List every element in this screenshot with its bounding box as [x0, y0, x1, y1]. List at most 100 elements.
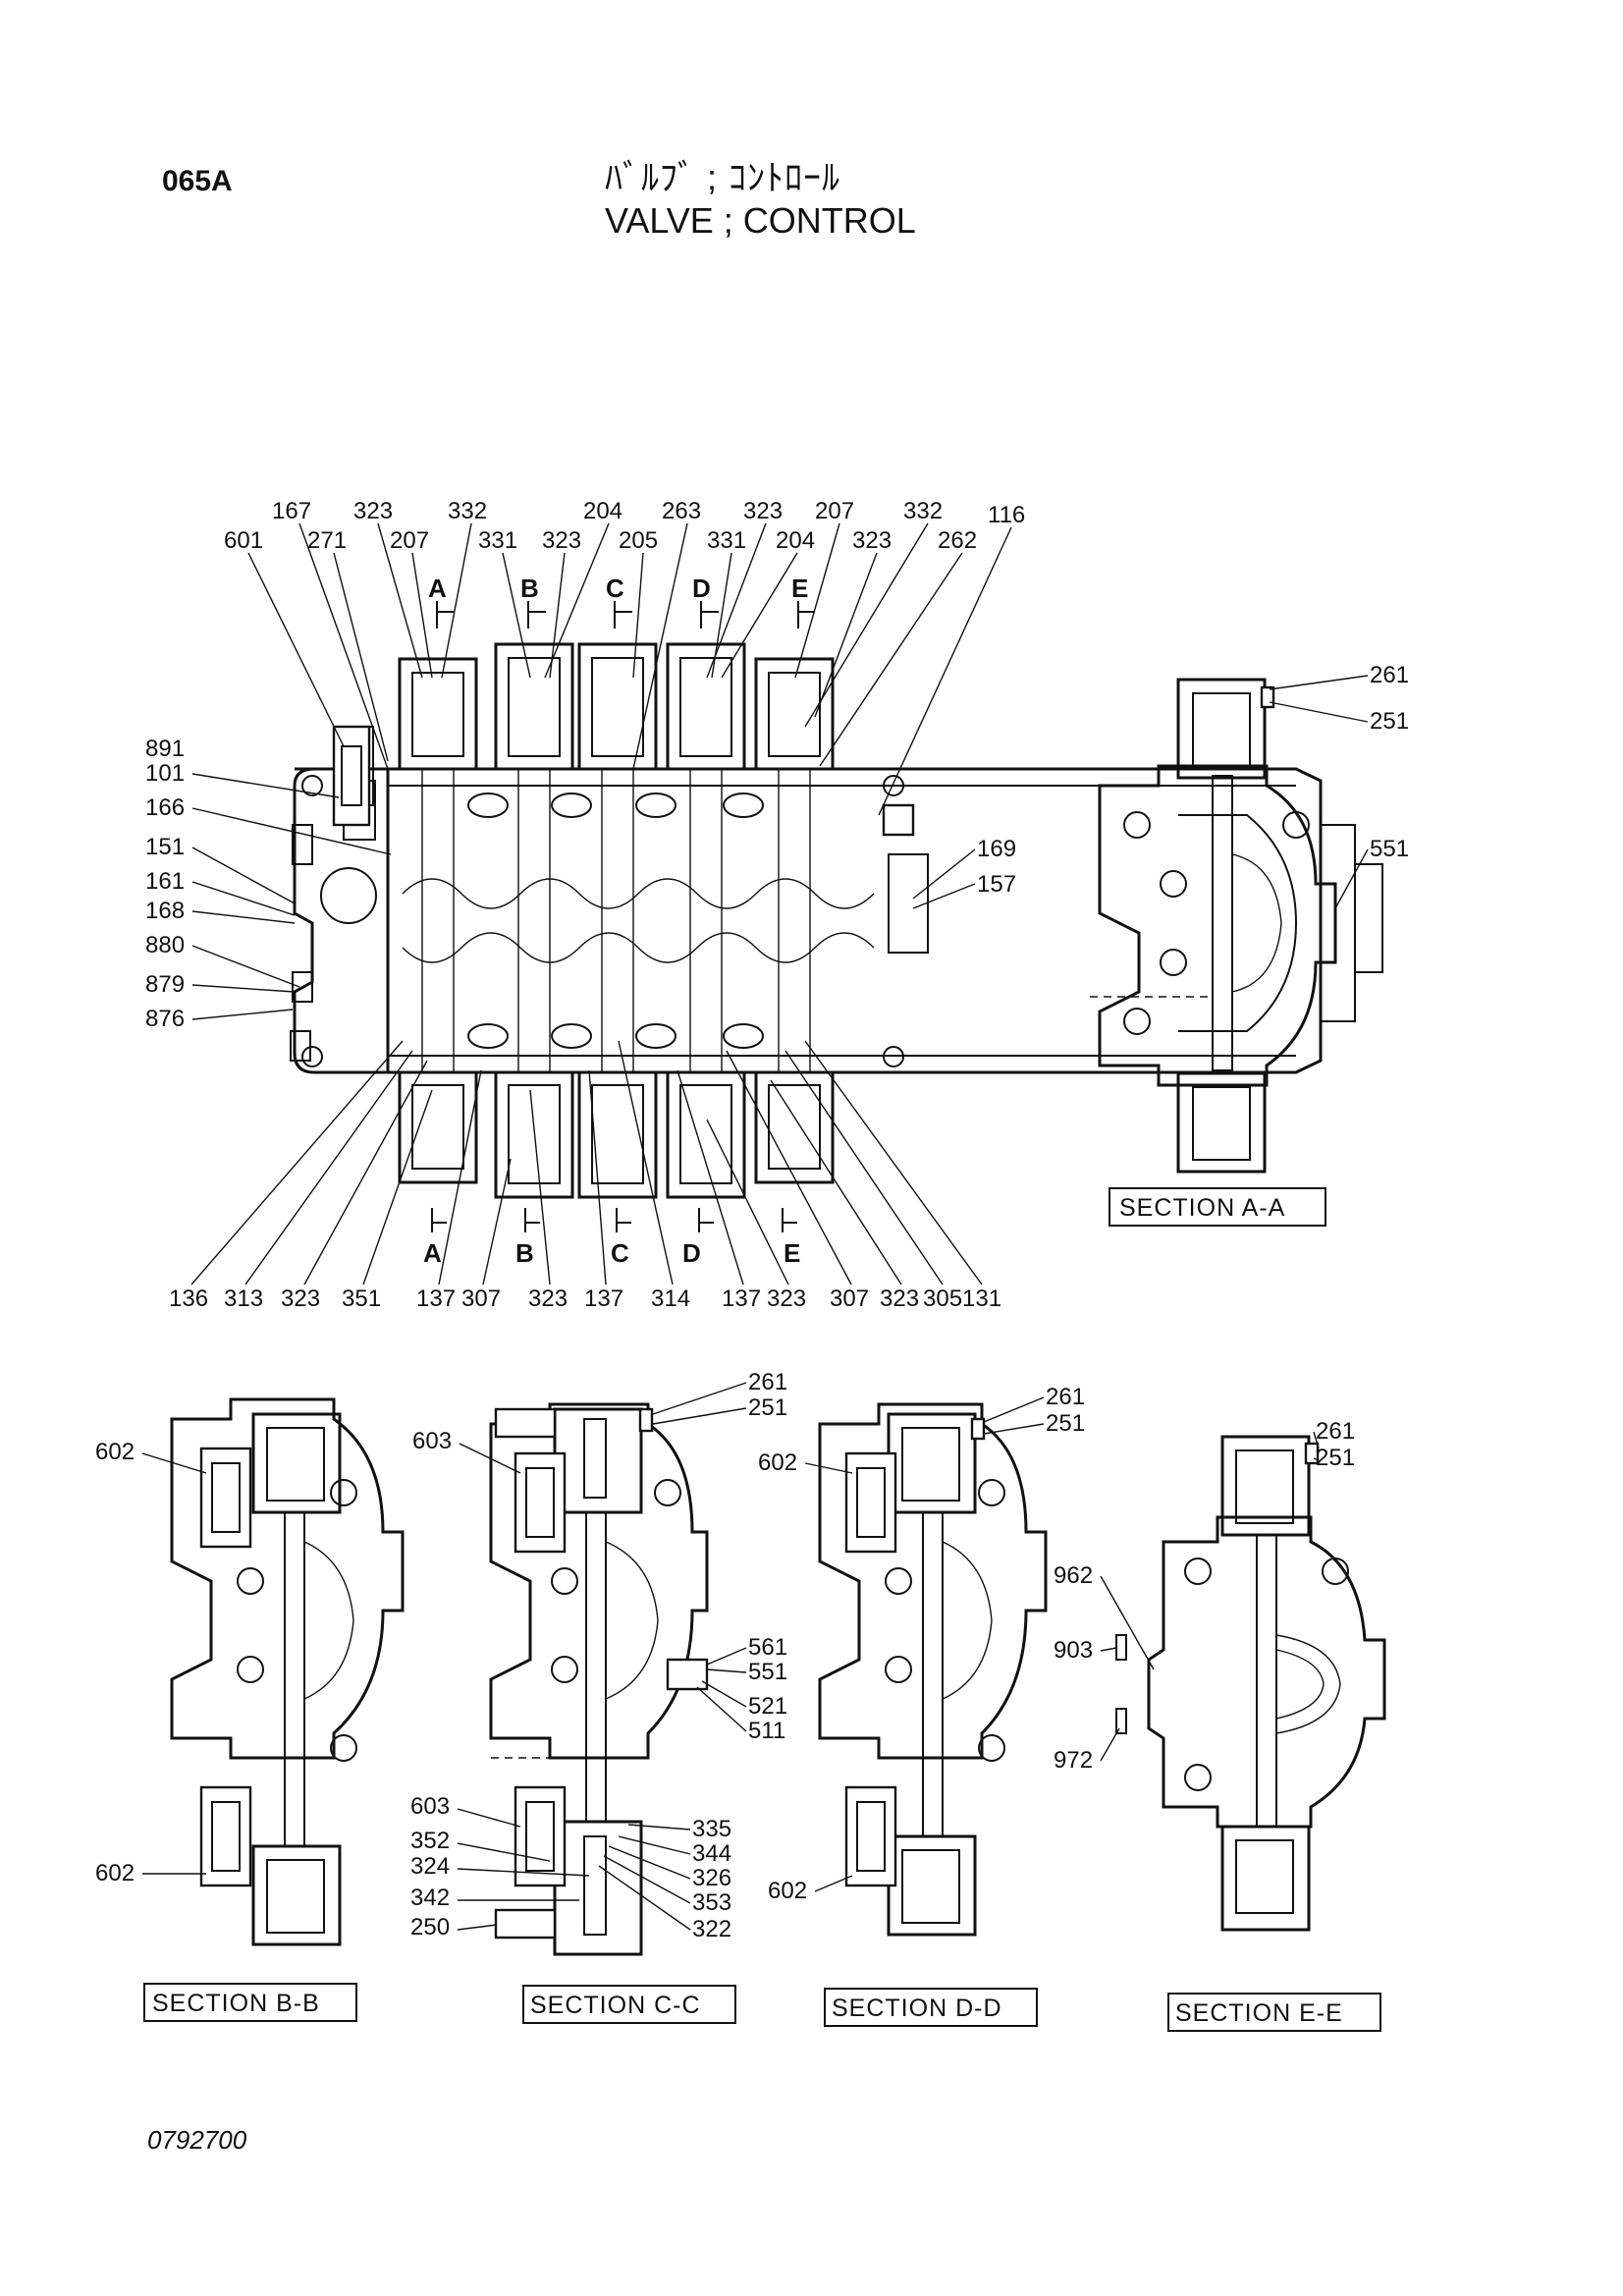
section-marker-d-bottom: D [682, 1208, 714, 1268]
section-marker-d-top: D [692, 574, 719, 629]
label-dd-251: 251 [1046, 1410, 1085, 1437]
caption-box-bb [143, 1983, 357, 2022]
spool-column-b [494, 642, 574, 1199]
label-136: 136 [169, 1285, 208, 1312]
label-305: 305 [923, 1285, 962, 1312]
section-c-c-view: 261 251 603 561 551 521 511 603 352 324 … [410, 1369, 787, 2024]
svg-text:C: C [611, 1238, 629, 1268]
caption-section-bb: SECTION B-B [152, 1990, 320, 2017]
label-101: 101 [145, 760, 185, 787]
svg-text:E: E [784, 1238, 800, 1268]
label-137-a: 137 [416, 1285, 456, 1312]
label-601: 601 [224, 527, 263, 554]
svg-text:E: E [791, 574, 808, 603]
label-cc-261: 261 [748, 1369, 787, 1395]
label-cc-603-bottom: 603 [410, 1793, 450, 1820]
section-d-d-view: 261 251 602 602 SECTION D-D [758, 1384, 1085, 2027]
label-cc-335: 335 [692, 1816, 731, 1842]
label-ee-972: 972 [1054, 1747, 1093, 1774]
label-ee-962: 962 [1054, 1562, 1093, 1589]
caption-box-dd [824, 1988, 1038, 2027]
label-204-top: 204 [583, 498, 622, 524]
label-cc-511: 511 [748, 1718, 785, 1744]
label-bb-602-bottom: 602 [95, 1860, 135, 1886]
label-262: 262 [938, 527, 977, 554]
label-cc-322: 322 [692, 1916, 731, 1942]
label-137-c: 137 [722, 1285, 761, 1312]
label-307-a: 307 [461, 1285, 501, 1312]
section-marker-b-top: B [520, 574, 546, 629]
section-marker-b-bottom: B [515, 1208, 540, 1268]
section-marker-e-bottom: E [782, 1208, 800, 1268]
label-151: 151 [145, 834, 185, 860]
svg-text:A: A [428, 574, 447, 603]
label-cc-561: 561 [748, 1634, 787, 1661]
caption-box-cc [522, 1985, 736, 2024]
label-332-top-b: 332 [903, 498, 943, 524]
caption-section-cc: SECTION C-C [530, 1992, 701, 2019]
label-ee-261: 261 [1316, 1418, 1355, 1445]
label-323-top: 323 [353, 498, 393, 524]
label-879: 879 [145, 971, 185, 998]
label-263: 263 [662, 498, 701, 524]
label-168: 168 [145, 898, 185, 924]
label-207-top: 207 [815, 498, 854, 524]
svg-text:B: B [520, 574, 539, 603]
label-cc-352: 352 [410, 1828, 450, 1854]
label-131: 131 [962, 1285, 1001, 1312]
label-351: 351 [342, 1285, 381, 1312]
label-157: 157 [977, 871, 1016, 898]
label-169: 169 [977, 836, 1016, 862]
svg-text:D: D [692, 574, 711, 603]
label-cc-326: 326 [692, 1865, 731, 1891]
label-880: 880 [145, 932, 185, 958]
label-116: 116 [988, 502, 1025, 528]
label-dd-261: 261 [1046, 1384, 1085, 1410]
label-876: 876 [145, 1006, 185, 1032]
label-313: 313 [224, 1285, 263, 1312]
label-166: 166 [145, 794, 185, 821]
label-cc-250: 250 [410, 1914, 450, 1941]
caption-section-ee: SECTION E-E [1175, 1999, 1343, 2027]
page-code: 065A [162, 165, 233, 197]
section-e-e-view: 261 251 962 903 972 SECTION E-E [1054, 1418, 1386, 2032]
spool-column-a [398, 657, 478, 1184]
label-307-b: 307 [830, 1285, 869, 1312]
label-323-bot-d: 323 [880, 1285, 919, 1312]
label-cc-521: 521 [748, 1693, 787, 1720]
spool-column-e [754, 657, 835, 1184]
label-bb-602-top: 602 [95, 1439, 135, 1465]
label-ee-903: 903 [1054, 1637, 1093, 1664]
title-japanese: ﾊﾞﾙﾌﾞ ; ｺﾝﾄﾛｰﾙ [605, 157, 841, 197]
label-cc-324: 324 [410, 1853, 450, 1880]
caption-section-aa: SECTION A-A [1119, 1194, 1285, 1222]
label-207: 207 [390, 527, 429, 554]
section-marker-c-bottom: C [611, 1208, 631, 1268]
svg-text:D: D [682, 1238, 701, 1268]
label-314: 314 [651, 1285, 690, 1312]
label-137-b: 137 [584, 1285, 623, 1312]
caption-box-ee [1167, 1993, 1381, 2032]
label-323-mid: 323 [542, 527, 581, 554]
label-323-bot-b: 323 [528, 1285, 568, 1312]
section-marker-a-bottom: A [423, 1208, 447, 1268]
label-891: 891 [145, 736, 185, 762]
label-161: 161 [145, 868, 185, 895]
label-332-top: 332 [448, 498, 487, 524]
label-331-b: 331 [707, 527, 746, 554]
label-331: 331 [478, 527, 517, 554]
document-number: 0792700 [147, 2125, 247, 2155]
main-valve-view: 167 323 332 204 263 323 207 332 116 601 … [145, 498, 1383, 1312]
caption-section-dd: SECTION D-D [832, 1995, 1002, 2022]
label-204-mid: 204 [776, 527, 815, 554]
label-cc-551: 551 [748, 1659, 787, 1685]
label-323-bot-c: 323 [767, 1285, 806, 1312]
label-cc-344: 344 [692, 1840, 731, 1867]
label-323-top-b: 323 [743, 498, 783, 524]
label-cc-603-top: 603 [412, 1428, 452, 1454]
label-271: 271 [307, 527, 347, 554]
label-dd-602-bottom: 602 [768, 1878, 807, 1904]
title-english: VALVE ; CONTROL [605, 200, 916, 241]
svg-text:B: B [515, 1238, 534, 1268]
